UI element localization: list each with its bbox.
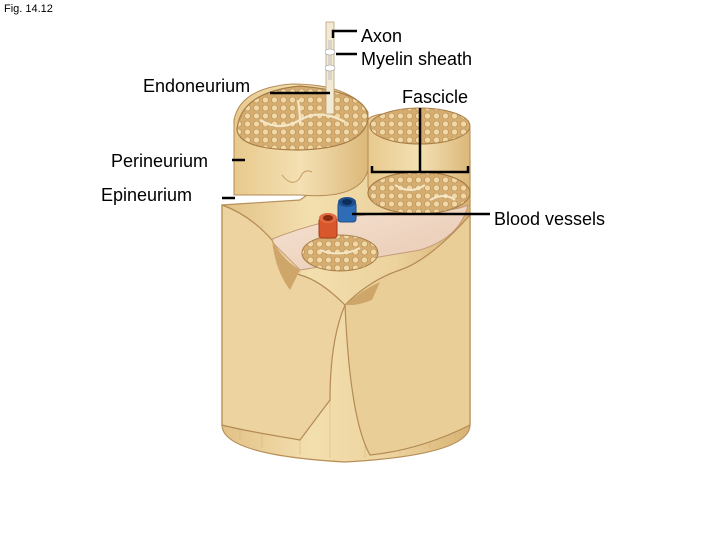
epineurium-flaps: [221, 204, 471, 456]
blood-vessels: [318, 197, 357, 239]
label-blood-vessels: Blood vessels: [494, 209, 606, 229]
leader-lines: [222, 29, 490, 216]
axon-fiber: [324, 21, 336, 115]
label-myelin-sheath: Myelin sheath: [361, 49, 473, 69]
label-endoneurium: Endoneurium: [143, 76, 251, 96]
label-fascicle: Fascicle: [402, 87, 469, 107]
label-perineurium: Perineurium: [111, 151, 209, 171]
label-axon: Axon: [361, 26, 403, 46]
label-epineurium: Epineurium: [101, 185, 193, 205]
fascicle-lower: [301, 234, 379, 272]
figure-label: Fig. 14.12: [4, 3, 53, 15]
leader-axon: [331, 29, 357, 38]
fascicle-tall: [233, 83, 369, 197]
